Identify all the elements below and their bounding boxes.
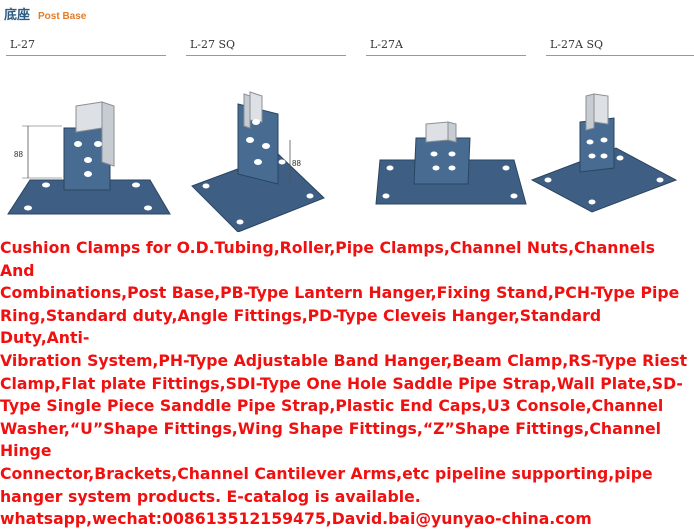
divider (6, 55, 166, 56)
post-base-l27-image: 88 (2, 62, 172, 232)
dimension-label: 88 (14, 150, 23, 159)
post-base-l27sq-image: 88 (186, 62, 356, 232)
divider (366, 55, 526, 56)
model-header-l27: L-27 (6, 36, 166, 56)
model-header-l27sq: L-27 SQ (186, 36, 346, 56)
product-description: Cushion Clamps for O.D.Tubing,Roller,Pip… (0, 238, 688, 529)
model-header-l27asq: L-27A SQ (546, 36, 694, 56)
post-base-l27asq-image (524, 62, 694, 232)
title-chinese: 底座 (4, 8, 31, 23)
divider (546, 55, 694, 56)
model-label: L-27A SQ (550, 38, 604, 51)
model-label: L-27A (370, 38, 403, 51)
page-header: 底座 Post Base (4, 4, 86, 23)
post-base-l27a-image (364, 62, 534, 232)
model-label: L-27 (10, 38, 36, 51)
title-english: Post Base (38, 11, 87, 22)
model-header-l27a: L-27A (366, 36, 526, 56)
divider (186, 55, 346, 56)
model-label: L-27 SQ (190, 38, 236, 51)
dimension-label: 88 (292, 159, 301, 168)
